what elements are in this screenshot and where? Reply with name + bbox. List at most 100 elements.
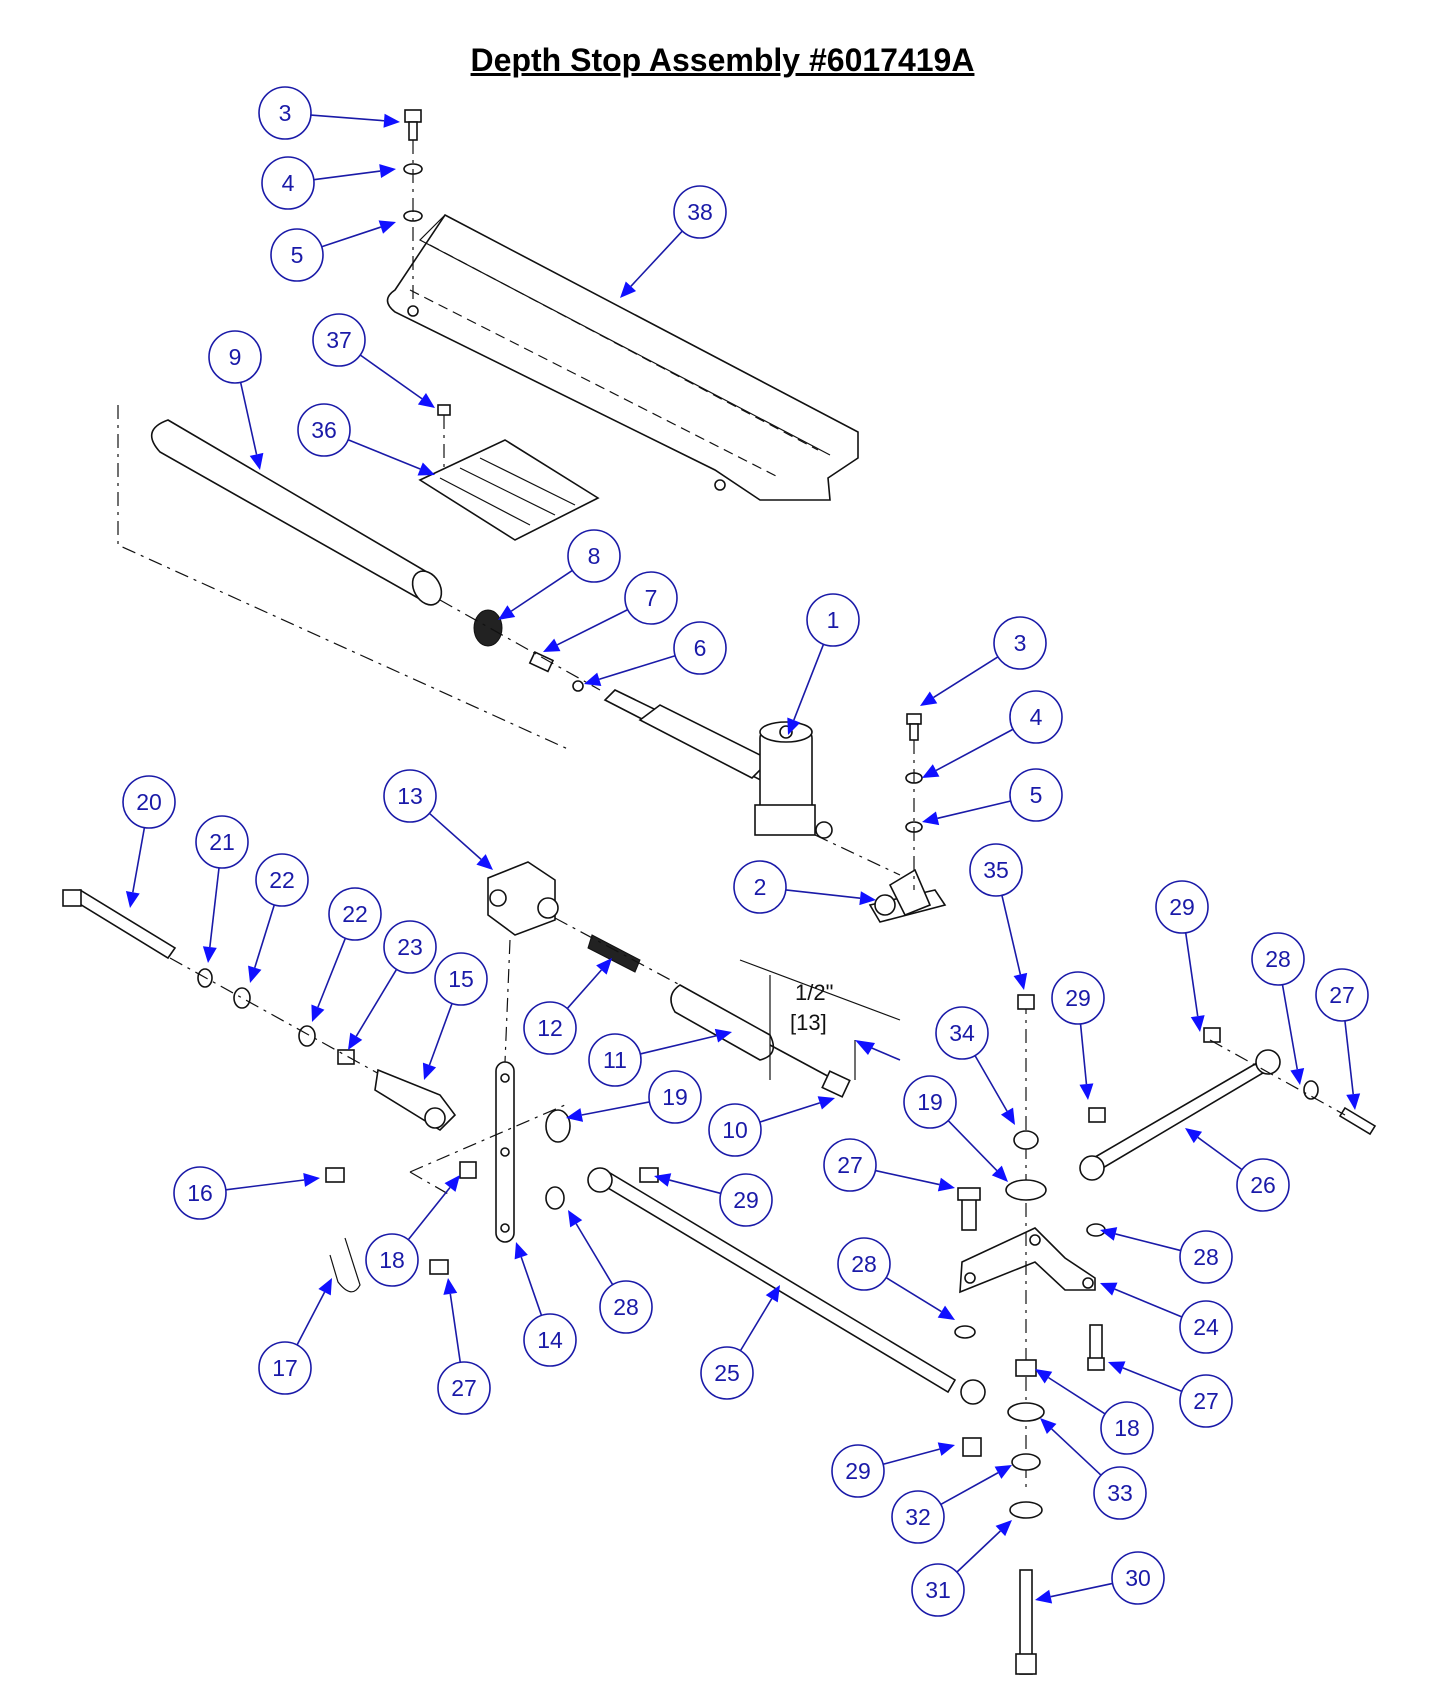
- callout-arrow: [1000, 1107, 1015, 1125]
- callout-leader: [882, 1448, 940, 1466]
- callout-leader: [1281, 984, 1299, 1070]
- callout-29: 29: [1051, 971, 1105, 1100]
- callout-arrow: [383, 113, 400, 128]
- callout-leader: [1344, 1020, 1354, 1095]
- callout-arrow: [937, 1305, 955, 1320]
- callout-arrow: [1290, 1068, 1305, 1085]
- callout-20: 20: [122, 775, 176, 908]
- callout-18: 18: [1035, 1369, 1154, 1455]
- callout-circle: [270, 228, 324, 282]
- callout-number: 7: [645, 585, 658, 611]
- callout-leader: [974, 1055, 1008, 1112]
- callout-12: 12: [523, 958, 612, 1055]
- callout-19: 19: [566, 1070, 702, 1124]
- callout-number: 19: [917, 1089, 943, 1115]
- callout-circle: [1051, 971, 1105, 1025]
- callout-arrow: [994, 1465, 1012, 1479]
- callout-10: 10: [708, 1096, 835, 1157]
- callout-circle: [700, 1346, 754, 1400]
- callout-leader: [581, 1101, 650, 1116]
- part-tube: [117, 405, 571, 751]
- callout-27: 27: [437, 1278, 491, 1415]
- callout-number: 29: [845, 1458, 871, 1484]
- callout-circle: [673, 621, 727, 675]
- callout-8: 8: [498, 529, 621, 620]
- callout-25: 25: [700, 1285, 780, 1400]
- callout-circle: [297, 403, 351, 457]
- callout-circle: [891, 1490, 945, 1544]
- callout-arrow: [714, 1028, 732, 1043]
- dimension-imperial: 1/2": [795, 980, 833, 1005]
- part-bracket: [868, 713, 947, 923]
- callout-2: 2: [733, 860, 876, 914]
- callout-1: 1: [787, 593, 860, 735]
- callout-number: 22: [269, 867, 295, 893]
- callout-circle: [911, 1563, 965, 1617]
- callout-leader: [785, 889, 861, 900]
- callout-circle: [1315, 968, 1369, 1022]
- callout-arrow: [922, 764, 940, 778]
- callout-number: 27: [1329, 982, 1355, 1008]
- callout-leader: [347, 439, 421, 470]
- callout-circle: [935, 1006, 989, 1060]
- callout-21: 21: [195, 815, 249, 963]
- callout-circle: [708, 1103, 762, 1157]
- callout-number: 38: [687, 199, 713, 225]
- callout-leader: [759, 1102, 821, 1123]
- callout-6: 6: [584, 621, 727, 686]
- callout-5: 5: [922, 768, 1063, 826]
- callout-28: 28: [837, 1237, 955, 1320]
- callout-29: 29: [831, 1442, 955, 1498]
- callout-arrow: [1100, 1227, 1118, 1241]
- callout-number: 3: [1014, 630, 1027, 656]
- callout-number: 32: [905, 1504, 931, 1530]
- callout-circle: [434, 952, 488, 1006]
- callout-leader: [132, 827, 146, 893]
- callout-arrow: [498, 605, 516, 620]
- callout-number: 1: [827, 607, 840, 633]
- callout-number: 28: [613, 1294, 639, 1320]
- callout-arrow: [417, 462, 435, 476]
- callout-arrow: [1190, 1015, 1205, 1032]
- callout-circle: [255, 853, 309, 907]
- callout-leader: [1122, 1367, 1183, 1393]
- callout-number: 35: [983, 857, 1009, 883]
- callout-arrow: [568, 1210, 583, 1228]
- callout-17: 17: [258, 1278, 332, 1395]
- callout-number: 8: [588, 543, 601, 569]
- callout-33: 33: [1040, 1418, 1147, 1520]
- callout-arrow: [476, 854, 493, 870]
- callout-circle: [523, 1001, 577, 1055]
- callout-number: 22: [342, 901, 368, 927]
- callout-34: 34: [935, 1006, 1015, 1125]
- callout-arrow: [378, 220, 396, 234]
- callout-number: 26: [1250, 1172, 1276, 1198]
- callout-36: 36: [297, 403, 435, 476]
- part-clevis: [374, 1068, 457, 1132]
- callout-circle: [969, 843, 1023, 897]
- callout-number: 19: [662, 1084, 688, 1110]
- callout-leader: [933, 656, 999, 699]
- callout-number: 2: [754, 874, 767, 900]
- callout-number: 16: [187, 1180, 213, 1206]
- dimension-annotation: 1/2" [13]: [739, 959, 901, 1080]
- callout-circle: [173, 1166, 227, 1220]
- callout-arrow: [444, 1175, 460, 1192]
- callout-29: 29: [654, 1173, 773, 1227]
- callout-18: 18: [365, 1175, 460, 1287]
- callout-leader: [947, 1120, 998, 1172]
- callout-number: 17: [272, 1355, 298, 1381]
- callout-arrow: [1079, 1083, 1094, 1100]
- callout-27: 27: [823, 1138, 955, 1192]
- parts-layer: 1/2" [13]: [62, 109, 1377, 1675]
- callout-arrow: [859, 891, 876, 906]
- callout-7: 7: [543, 571, 678, 652]
- callout-circle: [831, 1444, 885, 1498]
- callout-leader: [225, 1179, 305, 1191]
- callout-leader: [510, 569, 573, 612]
- callout-circle: [719, 1173, 773, 1227]
- callout-arrow: [318, 1278, 332, 1296]
- callout-number: 3: [279, 100, 292, 126]
- callout-number: 36: [311, 417, 337, 443]
